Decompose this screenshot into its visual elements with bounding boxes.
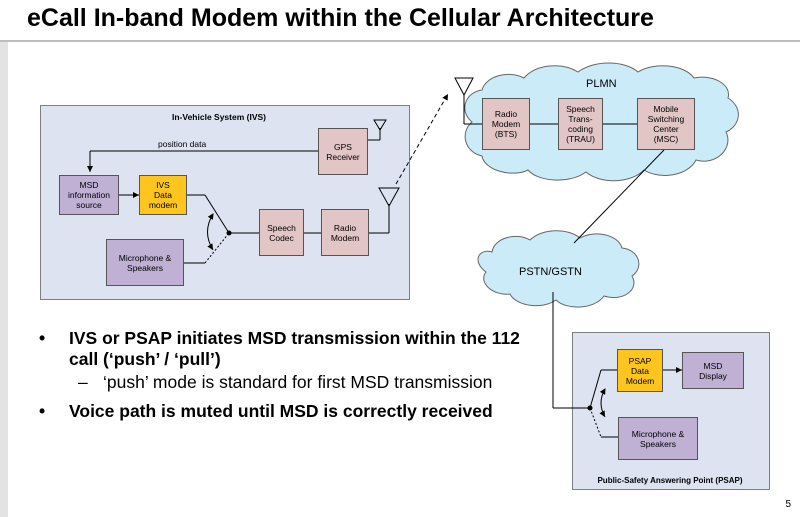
bullet-1-sub-1: – ‘push’ mode is standard for first MSD … <box>36 372 536 393</box>
psap-switch-toggle-arrow <box>599 388 606 418</box>
psap-panel-title: Public-Safety Answering Point (PSAP) <box>597 476 743 485</box>
plmn-label: PLMN <box>586 78 617 90</box>
pstn-gstn-label: PSTN/GSTN <box>519 266 582 278</box>
ivs-antenna-icon <box>378 187 400 208</box>
ivs-switch-toggle-arrow <box>207 213 214 251</box>
bullet-dash: – <box>78 372 88 392</box>
gps-antenna-icon <box>373 119 387 131</box>
psap-switch-line <box>589 369 602 409</box>
mobile-switching-center: Mobile Switching Center (MSC) <box>637 98 695 150</box>
psap-microphone-speakers: Microphone & Speakers <box>618 417 698 460</box>
bts-radio-modem: Radio Modem (BTS) <box>482 98 530 150</box>
bts-antenna-icon <box>454 77 474 97</box>
bullet-2: Voice path is muted until MSD is correct… <box>36 401 536 422</box>
ivs-panel-title: In-Vehicle System (IVS) <box>171 112 266 122</box>
bullet-list: IVS or PSAP initiates MSD transmission w… <box>36 328 536 422</box>
ivs-switch-node <box>226 230 232 236</box>
msd-information-source: MSD information source <box>59 175 119 215</box>
trau-speech-transcoding: Speech Trans- coding (TRAU) <box>558 98 603 150</box>
bullet-1-sub-1-text: ‘push’ mode is standard for first MSD tr… <box>103 372 493 392</box>
gps-receiver: GPS Receiver <box>318 128 368 175</box>
pstn-cloud <box>477 230 640 308</box>
page-number: 5 <box>785 499 791 510</box>
msd-display: MSD Display <box>682 352 744 389</box>
ivs-radio-modem: Radio Modem <box>321 209 369 256</box>
msc-pstn-line <box>573 149 665 244</box>
left-margin-bar <box>0 42 8 517</box>
ivs-data-modem: IVS Data modem <box>139 175 187 215</box>
psap-switch-node <box>587 405 593 411</box>
bullet-1: IVS or PSAP initiates MSD transmission w… <box>36 328 536 370</box>
position-data-label: position data <box>158 139 207 149</box>
slide-title: eCall In-band Modem within the Cellular … <box>27 4 654 32</box>
psap-data-modem: PSAP Data Modem <box>617 349 663 392</box>
radio-link <box>395 93 449 185</box>
title-divider <box>0 40 800 42</box>
speech-codec: Speech Codec <box>259 209 304 256</box>
ivs-microphone-speakers: Microphone & Speakers <box>106 239 184 286</box>
